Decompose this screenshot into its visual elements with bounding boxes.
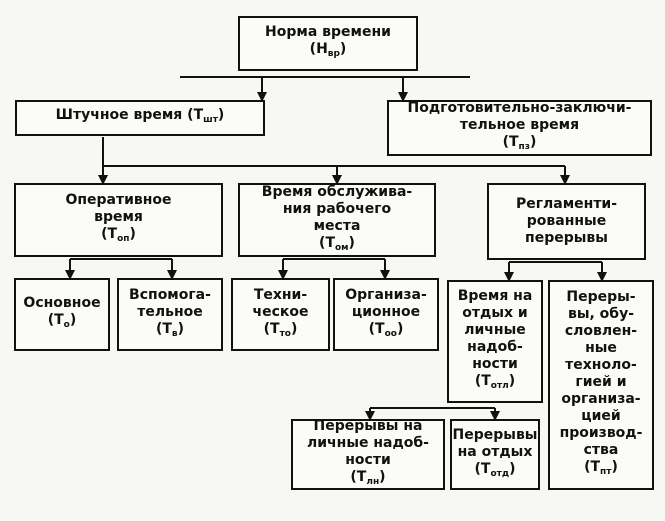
- node-regulated-breaks: Регламенти- рованные перерывы: [487, 183, 646, 260]
- node-label: Регламенти- рованные перерывы: [515, 196, 618, 246]
- node-rest-breaks: Перерывы на отдых (Тотд): [450, 419, 540, 490]
- node-symbol: (Тотл): [474, 373, 516, 391]
- node-time-norm: Норма времени(Нвр): [238, 16, 418, 71]
- node-operative-time: Оперативное время(Топ): [14, 183, 223, 257]
- node-symbol: (Топ): [101, 226, 136, 244]
- node-symbol: (То): [47, 312, 77, 330]
- node-label: Оперативное время: [65, 192, 172, 225]
- node-main-time: Основное(То): [14, 278, 110, 351]
- node-organizational-time: Организа- ционное(Тоо): [333, 278, 439, 351]
- node-label: Техни- ческое: [252, 286, 309, 320]
- node-label: Штучное время: [55, 107, 183, 123]
- node-label: Организа- ционное: [345, 286, 427, 320]
- node-label: Перерывы на личные надоб- ности: [306, 418, 429, 468]
- node-technological-breaks: Переры- вы, обу- словлен- ные техноло- г…: [548, 280, 654, 490]
- node-label: Время обслужива- ния рабочего места: [261, 183, 413, 234]
- node-service-time: Время обслужива- ния рабочего места (Том…: [238, 183, 436, 257]
- node-technical-time: Техни- ческое(Тто): [231, 278, 330, 351]
- node-symbol: (Нвр): [309, 41, 347, 59]
- node-label: Время на отдых и личные надоб- ности: [457, 288, 533, 372]
- node-symbol: (Тоо): [368, 320, 404, 339]
- node-auxiliary-time: Вспомога- тельное(Тв): [117, 278, 223, 351]
- node-label: Перерывы на отдых: [452, 426, 538, 460]
- node-rest-personal-needs: Время на отдых и личные надоб- ности(Тот…: [447, 280, 543, 403]
- node-symbol: (Тто): [263, 320, 298, 339]
- node-label: Переры- вы, обу- словлен- ные техноло- г…: [559, 289, 643, 458]
- node-label: Норма времени: [265, 24, 391, 40]
- node-label: Подготовительно-заключи- тельное время: [407, 100, 632, 133]
- node-symbol: (Тв): [155, 320, 185, 339]
- node-prep-time: Подготовительно-заключи- тельное время (…: [387, 100, 652, 156]
- node-label: Основное: [23, 295, 101, 311]
- node-label: Вспомога- тельное: [129, 286, 211, 320]
- node-piece-time: Штучное время (Тшт): [15, 100, 265, 136]
- node-symbol: (Тпт): [584, 459, 618, 477]
- node-personal-needs-breaks: Перерывы на личные надоб- ности (Тлн): [291, 418, 445, 490]
